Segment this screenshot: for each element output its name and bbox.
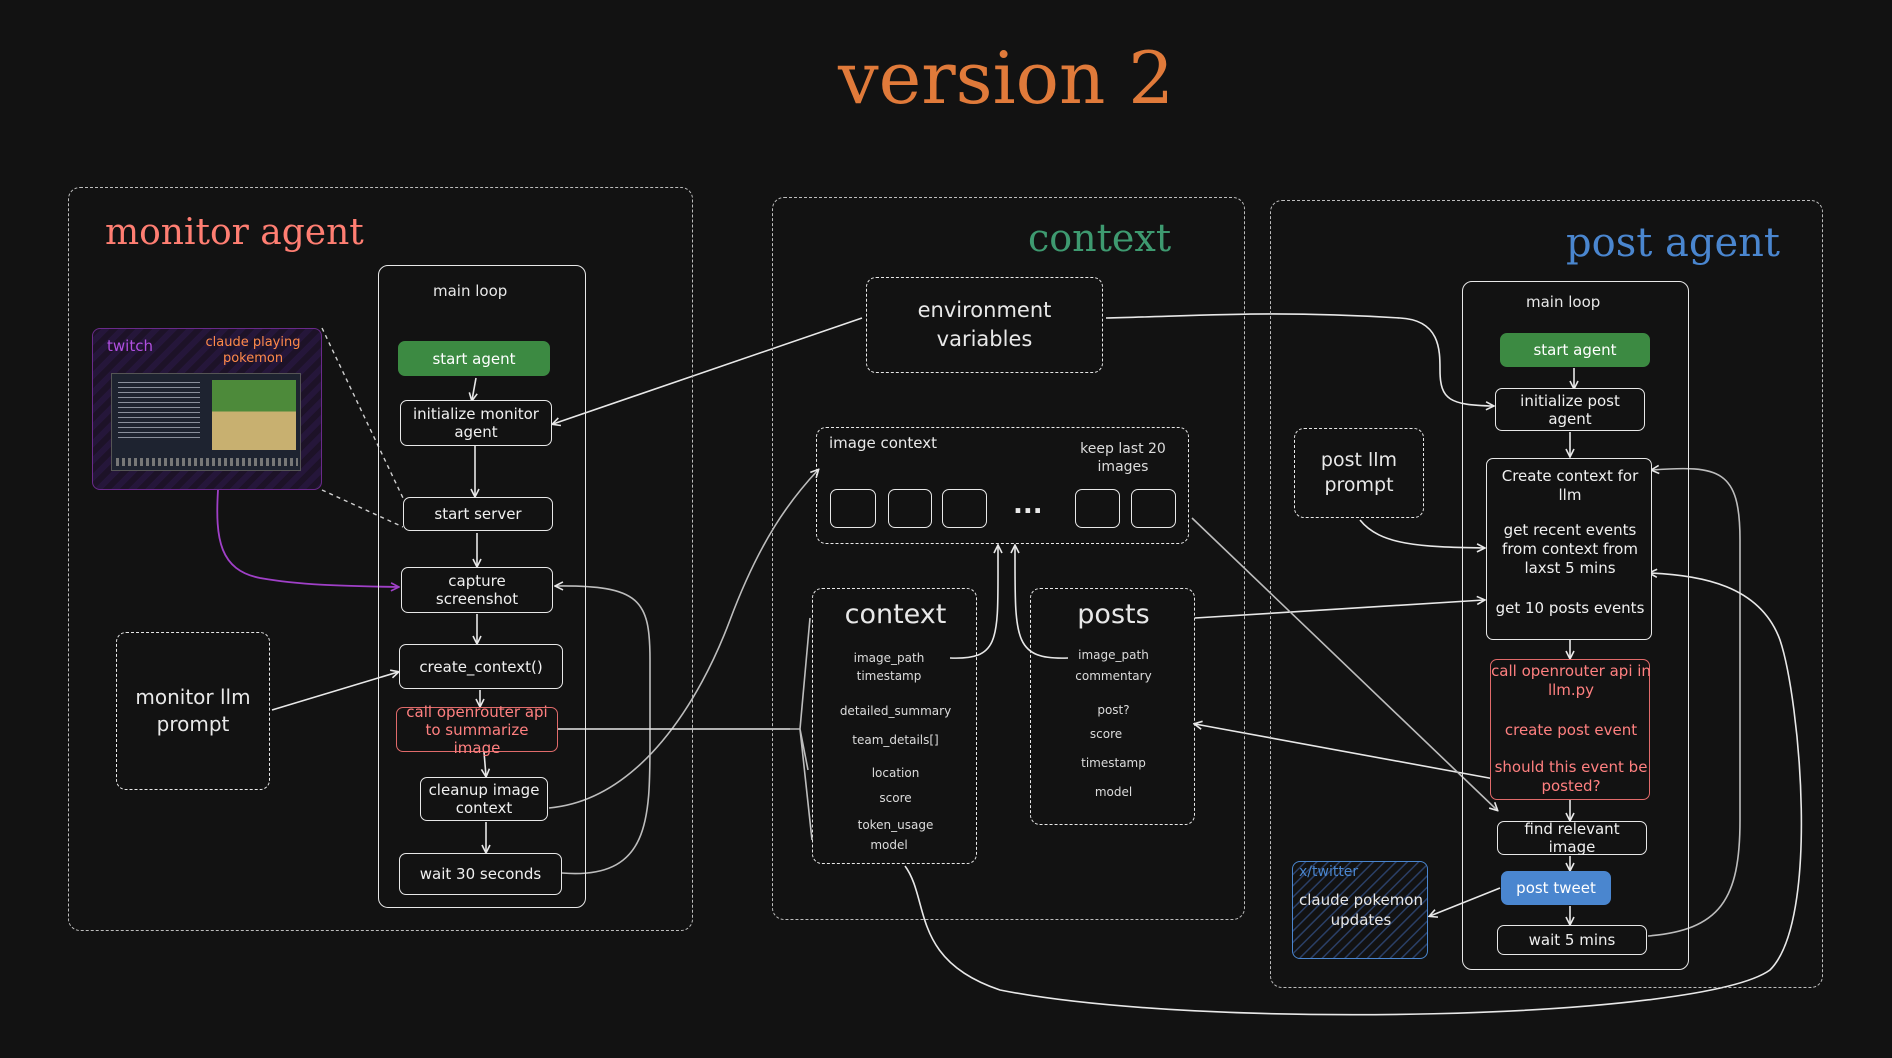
- monitor-start-agent-button[interactable]: start agent: [398, 341, 550, 376]
- monitor-call-api-step: call openrouter api to summarize image: [396, 703, 558, 757]
- monitor-agent-heading: monitor agent: [105, 212, 364, 253]
- image-context-note: keep last 20 images: [1080, 441, 1166, 475]
- monitor-start-server-step: start server: [403, 497, 553, 531]
- arrow-loop-back-post: [1647, 469, 1741, 937]
- post-llm-prompt-box: post llm prompt: [1294, 428, 1424, 518]
- context-store-title: context: [844, 599, 947, 630]
- arrow-posts-store-to-create-context: [1194, 600, 1484, 619]
- post-find-image-step: find relevant image: [1497, 820, 1647, 856]
- post-tweet-button[interactable]: post tweet: [1501, 871, 1611, 905]
- arrow-images-to-find-image: [1191, 517, 1497, 810]
- arrow-should-post-to-posts-store: [1195, 724, 1501, 781]
- arrow-post-tweet-to-twitter: [1430, 887, 1501, 916]
- page-title: version 2: [837, 36, 1175, 120]
- arrow-twitch-to-capture: [216, 489, 398, 587]
- arrow-post-prompt-to-create-context: [1359, 519, 1484, 548]
- post-posts-events-label: get 10 posts events: [1495, 599, 1645, 617]
- twitter-card-hatch: [1293, 862, 1427, 958]
- posts-field-image-path: image_path: [1078, 648, 1149, 662]
- twitch-caption: claude playing pokemon: [205, 335, 301, 366]
- twitch-label: twitch: [107, 337, 153, 355]
- post-agent-group: [1270, 200, 1823, 988]
- posts-field-commentary: commentary: [1075, 669, 1152, 683]
- dotted-twitch-to-server-2: [321, 489, 404, 528]
- environment-variables-box: environment variables: [866, 277, 1103, 373]
- monitor-main-loop-label: main loop: [433, 282, 508, 300]
- posts-field-timestamp: timestamp: [1081, 756, 1146, 770]
- posts-store-box: posts image_path commentary post? score …: [1030, 588, 1195, 825]
- monitor-create-context-step: create_context(): [399, 644, 563, 689]
- post-should-post-label: should this event be posted?: [1494, 758, 1648, 795]
- context-field-model: model: [870, 838, 908, 852]
- arrow-cleanup-to-image-context: [548, 470, 818, 809]
- image-slot-20: [1131, 489, 1176, 528]
- monitor-capture-screenshot-step: capture screenshot: [401, 567, 553, 613]
- stream-status-bar-icon: [116, 458, 298, 466]
- post-recent-events-label: get recent events from context from laxs…: [1502, 521, 1638, 577]
- context-field-score: score: [879, 791, 912, 805]
- post-agent-heading: post agent: [1566, 220, 1780, 266]
- page-title-area: version 2: [0, 28, 1892, 128]
- monitor-agent-group: [68, 187, 693, 931]
- arrow-start-to-init: [472, 377, 476, 400]
- arrow-prompt-to-create-context: [271, 672, 398, 711]
- context-heading: context: [1028, 216, 1172, 260]
- stream-log-text-icon: [118, 382, 200, 442]
- context-field-detailed-summary: detailed_summary: [839, 704, 952, 718]
- twitch-card: twitch claude playing pokemon: [92, 328, 322, 490]
- post-main-loop-label: main loop: [1526, 293, 1601, 311]
- post-initialize-step: initialize post agent: [1495, 388, 1645, 431]
- context-field-image-path: image_path: [853, 651, 925, 665]
- monitor-llm-prompt-box: monitor llm prompt: [116, 632, 270, 790]
- post-wait-step: wait 5 mins: [1497, 925, 1647, 955]
- post-call-api-label: call openrouter api in llm.py: [1491, 662, 1651, 699]
- arrow-context-path-to-images: [949, 546, 998, 659]
- twitter-card: x/twitter claude pokemon updates: [1292, 861, 1428, 959]
- image-slot-3: [942, 489, 987, 528]
- twitter-text: claude pokemon updates: [1298, 891, 1423, 929]
- image-slot-2: [888, 489, 932, 528]
- monitor-cleanup-step: cleanup image context: [420, 777, 548, 821]
- arrow-context-store-to-recent-events: [904, 573, 1803, 1016]
- post-create-context-box: Create context for llm get recent events…: [1486, 458, 1652, 640]
- posts-store-title: posts: [1077, 599, 1150, 630]
- stream-game-view-icon: [212, 380, 296, 450]
- arrow-posts-path-to-images: [1015, 546, 1069, 659]
- image-slot-19: [1075, 489, 1120, 528]
- twitch-stream-screenshot-icon: [111, 373, 301, 471]
- posts-field-score: score: [1089, 727, 1123, 741]
- monitor-main-loop: [378, 265, 586, 908]
- context-field-timestamp: timestamp: [856, 669, 922, 683]
- brace-context-store: [790, 617, 813, 841]
- monitor-wait-step: wait 30 seconds: [399, 853, 562, 895]
- context-group: [772, 197, 1245, 920]
- post-call-api-box: call openrouter api in llm.py create pos…: [1490, 659, 1651, 800]
- arrow-call-to-cleanup: [484, 751, 486, 776]
- twitter-label: x/twitter: [1299, 864, 1359, 880]
- post-create-post-label: create post event: [1504, 721, 1638, 739]
- post-create-context-label: Create context for llm: [1501, 467, 1639, 504]
- posts-field-post: post?: [1097, 703, 1130, 717]
- posts-field-model: model: [1094, 785, 1133, 799]
- context-store-box: context image_path timestamp detailed_su…: [812, 588, 977, 864]
- arrow-env-to-init-post: [1105, 313, 1493, 406]
- context-field-location: location: [871, 766, 920, 780]
- context-field-token-usage: token_usage: [857, 818, 934, 832]
- image-ellipsis: ...: [1013, 490, 1043, 520]
- monitor-initialize-step: initialize monitor agent: [400, 400, 552, 446]
- image-context-box: image context keep last 20 images ...: [816, 427, 1189, 544]
- post-start-agent-button[interactable]: start agent: [1500, 333, 1650, 367]
- post-main-loop: [1462, 281, 1689, 970]
- image-slot-1: [830, 489, 876, 528]
- image-context-label: image context: [829, 434, 938, 452]
- context-field-team-details: team_details[]: [852, 733, 939, 747]
- arrow-env-to-init-monitor: [553, 317, 863, 424]
- arrow-loop-back-monitor: [556, 586, 651, 875]
